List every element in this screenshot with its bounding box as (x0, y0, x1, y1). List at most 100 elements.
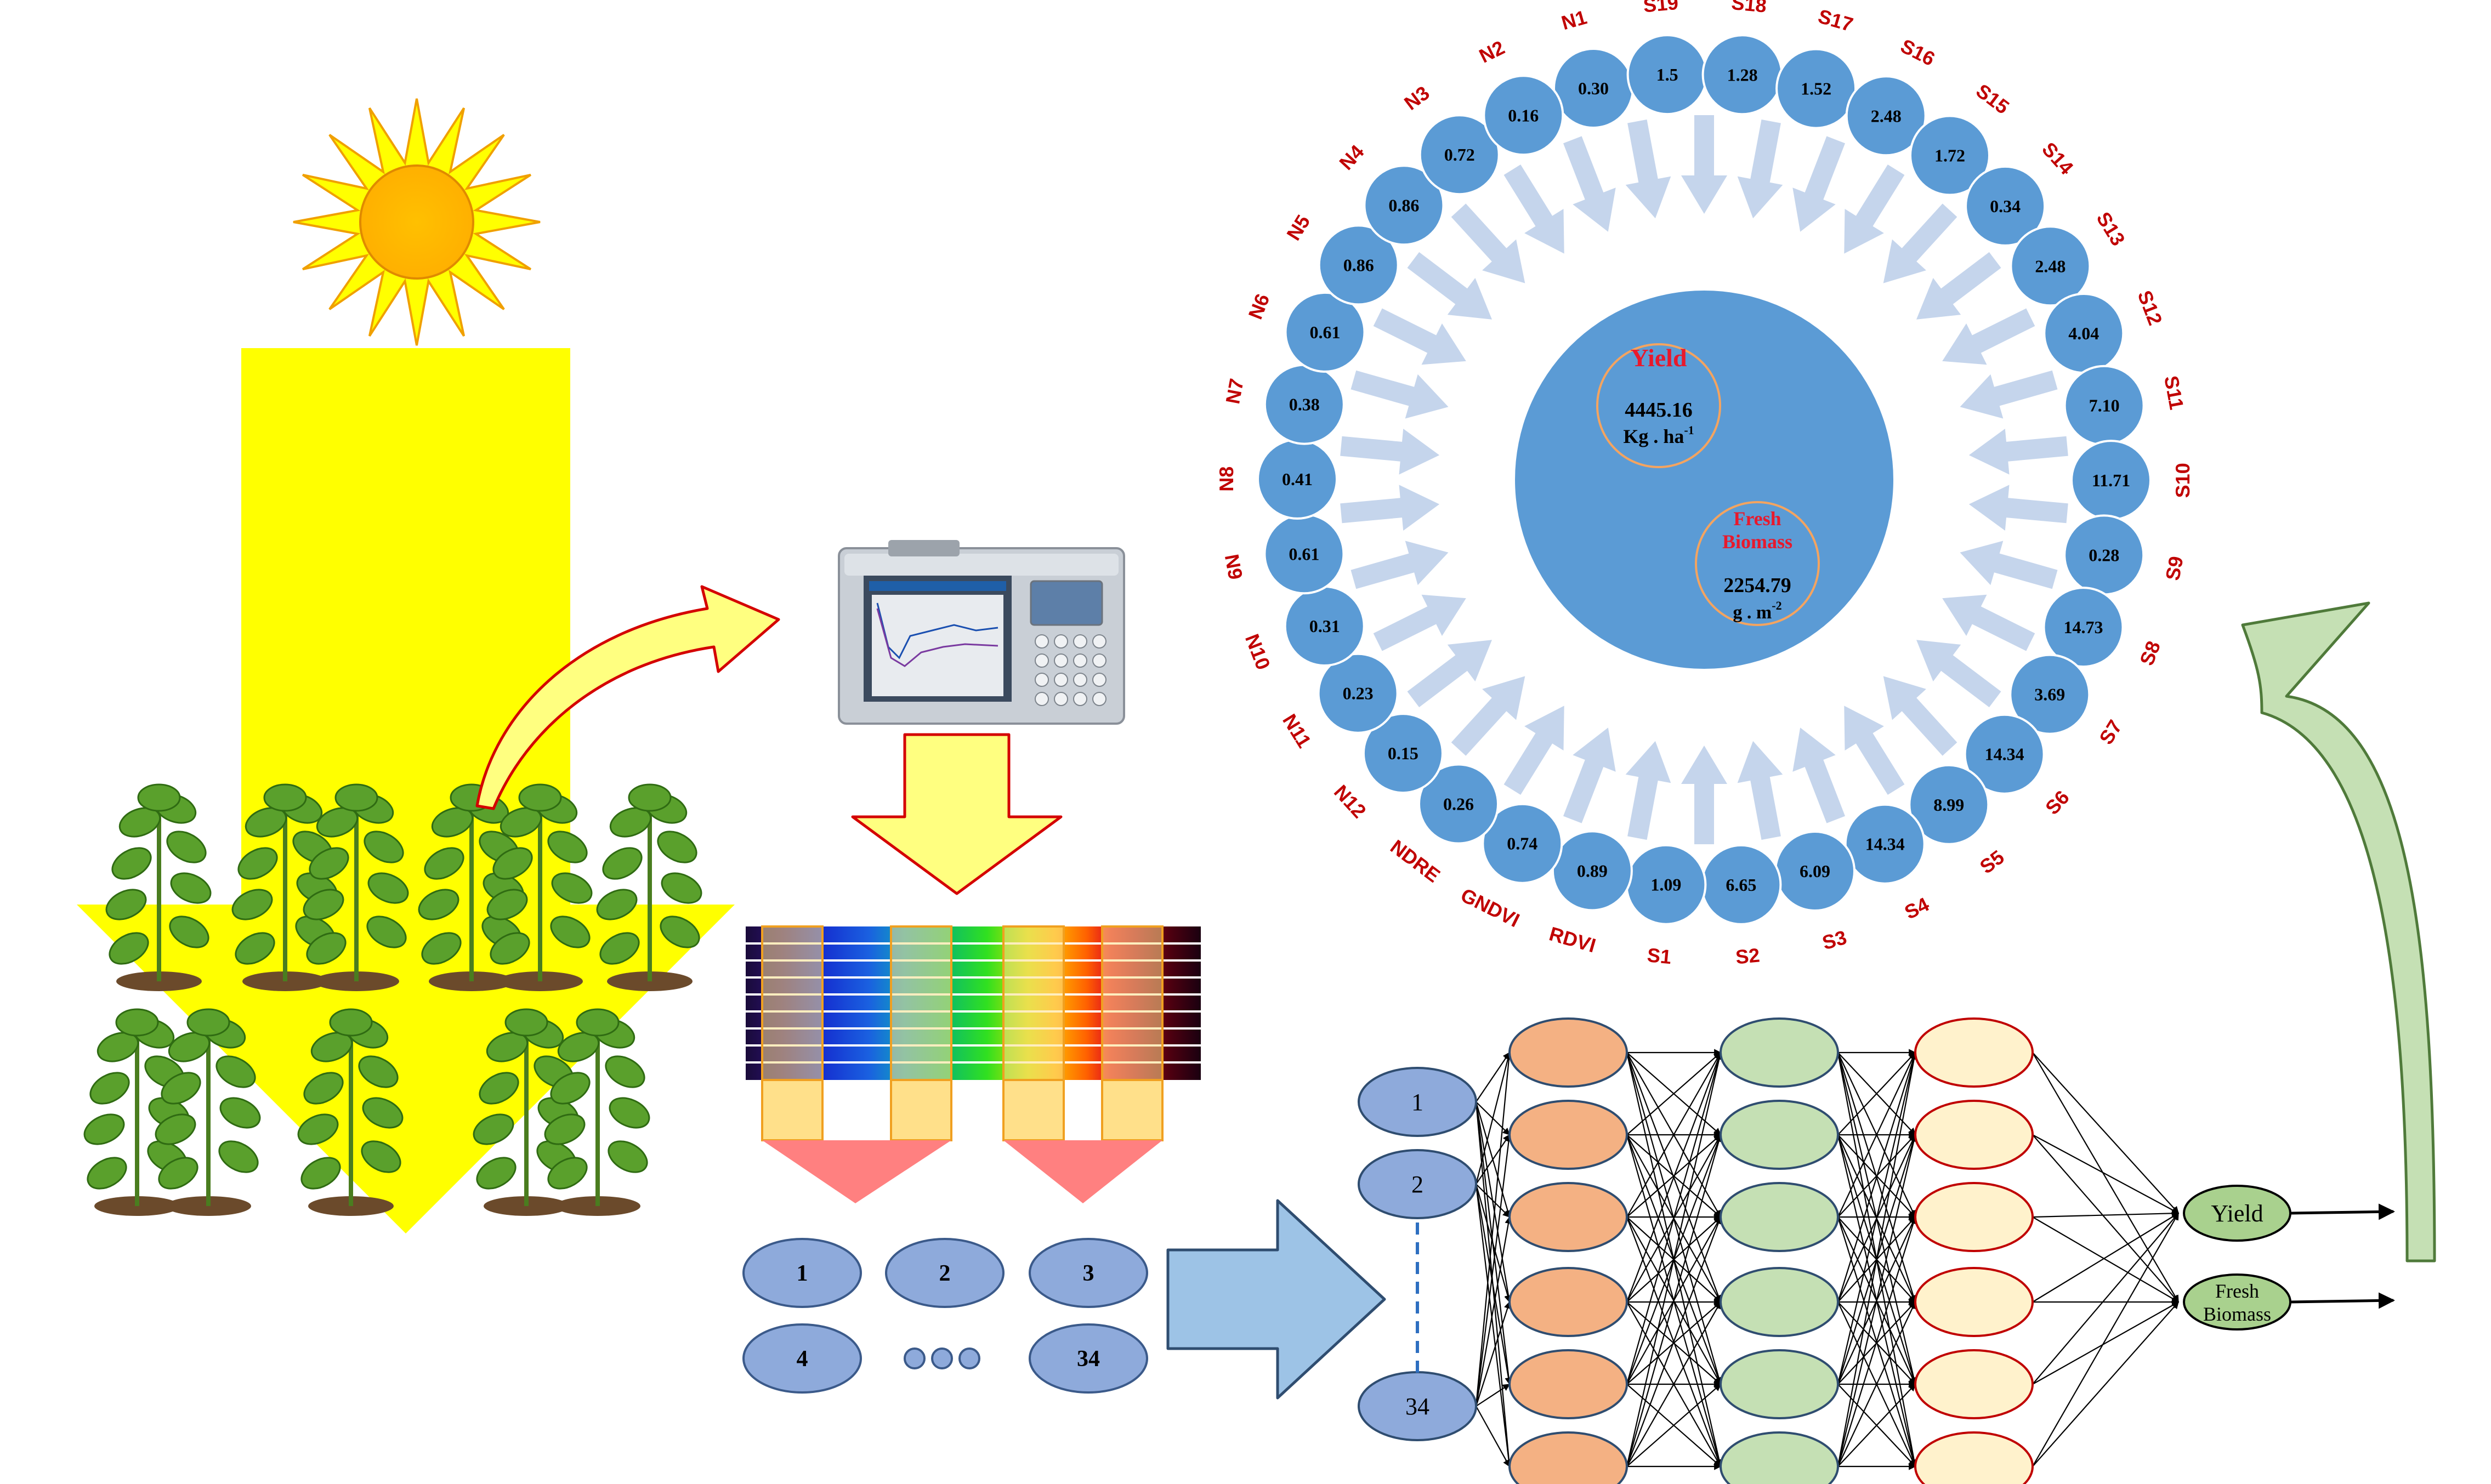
ring-value-circle (1844, 803, 1926, 885)
hidden-node-layer3 (1914, 1182, 2034, 1252)
inner-arrow (1563, 727, 1616, 823)
ring-value: 1.5 (1656, 65, 1678, 84)
ring-label: N9 (1221, 553, 1247, 582)
ring-value-circle (1284, 291, 1366, 373)
ring-value: 1.72 (1934, 146, 1965, 166)
hidden-node-layer3 (1914, 1349, 2034, 1419)
inner-arrow (1373, 594, 1466, 651)
output-node-label: Biomass (2203, 1303, 2271, 1325)
yield-title: Yield (1630, 344, 1687, 372)
inner-arrow (1916, 252, 2001, 320)
plant-icon (155, 1008, 261, 1216)
band-group-ellipse (1029, 1323, 1148, 1394)
ring-value: 0.34 (1990, 196, 2021, 216)
inner-arrow (1681, 115, 1727, 214)
ring-value: 0.23 (1343, 684, 1374, 703)
ring-label: N7 (1221, 377, 1248, 406)
inner-arrow (1844, 164, 1905, 254)
ring-value: 2.48 (1871, 106, 1902, 126)
inner-arrow (1916, 640, 2001, 708)
biomass-unit: g . m-2 (1733, 599, 1781, 623)
biomass-value: 2254.79 (1723, 574, 1791, 597)
ring-label: S13 (2092, 208, 2130, 249)
ring-label: GNDVI (1457, 884, 1523, 932)
ring-value: 3.69 (2034, 685, 2065, 704)
ring-label: N11 (1278, 710, 1316, 752)
ring-value: 0.61 (1310, 322, 1341, 342)
ring-label: S5 (1976, 845, 2008, 878)
inner-arrow (1968, 485, 2068, 531)
ring-value-circle (1318, 224, 1399, 306)
ring-label: S18 (1730, 0, 1768, 17)
input-node (1358, 1149, 1477, 1219)
ring-value: 1.09 (1650, 875, 1681, 895)
band-group-label: 4 (797, 1346, 808, 1372)
biomass-title-line1: Fresh (1733, 508, 1781, 530)
hidden-node-layer1 (1508, 1182, 1628, 1252)
ring-value-circle (1482, 803, 1563, 884)
ring-value: 14.73 (2064, 617, 2103, 637)
inner-arrow (1792, 136, 1845, 232)
ring-label: N5 (1282, 211, 1314, 245)
ring-value: 0.15 (1388, 743, 1418, 763)
plant-icon (544, 1008, 650, 1216)
hidden-node-layer3 (1914, 1267, 2034, 1337)
ring-value-circle (1418, 114, 1500, 196)
hidden-node-layer1 (1508, 1017, 1628, 1088)
ring-variables: 0.30N11.5S191.28S181.52S172.48S161.72S15… (1215, 0, 2194, 968)
ring-value: 7.10 (2089, 396, 2120, 416)
inner-arrow-ring (1340, 115, 2068, 844)
inner-arrow (1340, 429, 1440, 475)
inner-arrow (1737, 120, 1783, 219)
band-group-ellipse (742, 1323, 862, 1394)
inner-arrow (1625, 741, 1671, 840)
hidden-node-layer2 (1720, 1182, 1839, 1252)
ring-value: 2.48 (2035, 256, 2066, 276)
ring-label: S8 (2135, 638, 2165, 668)
band-group-label: 3 (1083, 1261, 1094, 1286)
ring-center: Yield 4445.16 Kg . ha-1 Fresh Biomass 22… (1515, 291, 1893, 669)
down-arrow (851, 733, 1063, 895)
output-node-label: Fresh (2215, 1280, 2259, 1302)
inner-arrow (1883, 676, 1957, 756)
hidden-node-layer1 (1508, 1431, 1628, 1484)
ring-value: 0.74 (1507, 834, 1537, 854)
ring-value-circle (1964, 713, 2045, 795)
hidden-node-layer2 (1720, 1100, 1839, 1170)
plant-icon (486, 783, 593, 991)
ring-value: 0.86 (1388, 195, 1419, 215)
plant-icon (303, 783, 409, 991)
ring-value: 1.28 (1727, 65, 1758, 84)
ring-value: 6.65 (1726, 875, 1756, 895)
ring-value-circle (2042, 587, 2124, 668)
band-group-label: 34 (1077, 1346, 1100, 1372)
inner-arrow (1503, 706, 1564, 795)
network-connections (1475, 1049, 2180, 1470)
ring-label: S19 (1642, 0, 1679, 16)
inner-arrow (1373, 308, 1466, 365)
ring-value-circle (1363, 164, 1445, 246)
ring-label: S4 (1901, 892, 1933, 923)
ellipsis-dots (904, 1347, 980, 1369)
ring-label: S11 (2160, 374, 2188, 412)
inner-arrow (1625, 120, 1671, 219)
ring-value-circle (1775, 48, 1857, 129)
ring-label: S16 (1897, 35, 1939, 70)
ring-value-circle (1909, 115, 1990, 196)
hidden-node-layer3 (1914, 1100, 2034, 1170)
ring-value: 14.34 (1985, 744, 2024, 764)
ring-value: 6.09 (1800, 861, 1830, 881)
inner-arrow (1351, 370, 1449, 419)
ring-value: 8.99 (1933, 795, 1964, 815)
inner-arrow (1451, 676, 1525, 756)
band-group-label: 2 (939, 1261, 951, 1286)
ring-label: S1 (1646, 943, 1672, 968)
yield-unit: Kg . ha-1 (1623, 423, 1694, 447)
plant-icon (83, 1008, 190, 1216)
ring-value: 0.41 (1282, 469, 1313, 489)
ring-label: N2 (1476, 36, 1508, 67)
inner-arrow (1563, 136, 1616, 232)
ring-value: 0.38 (1289, 395, 1320, 414)
